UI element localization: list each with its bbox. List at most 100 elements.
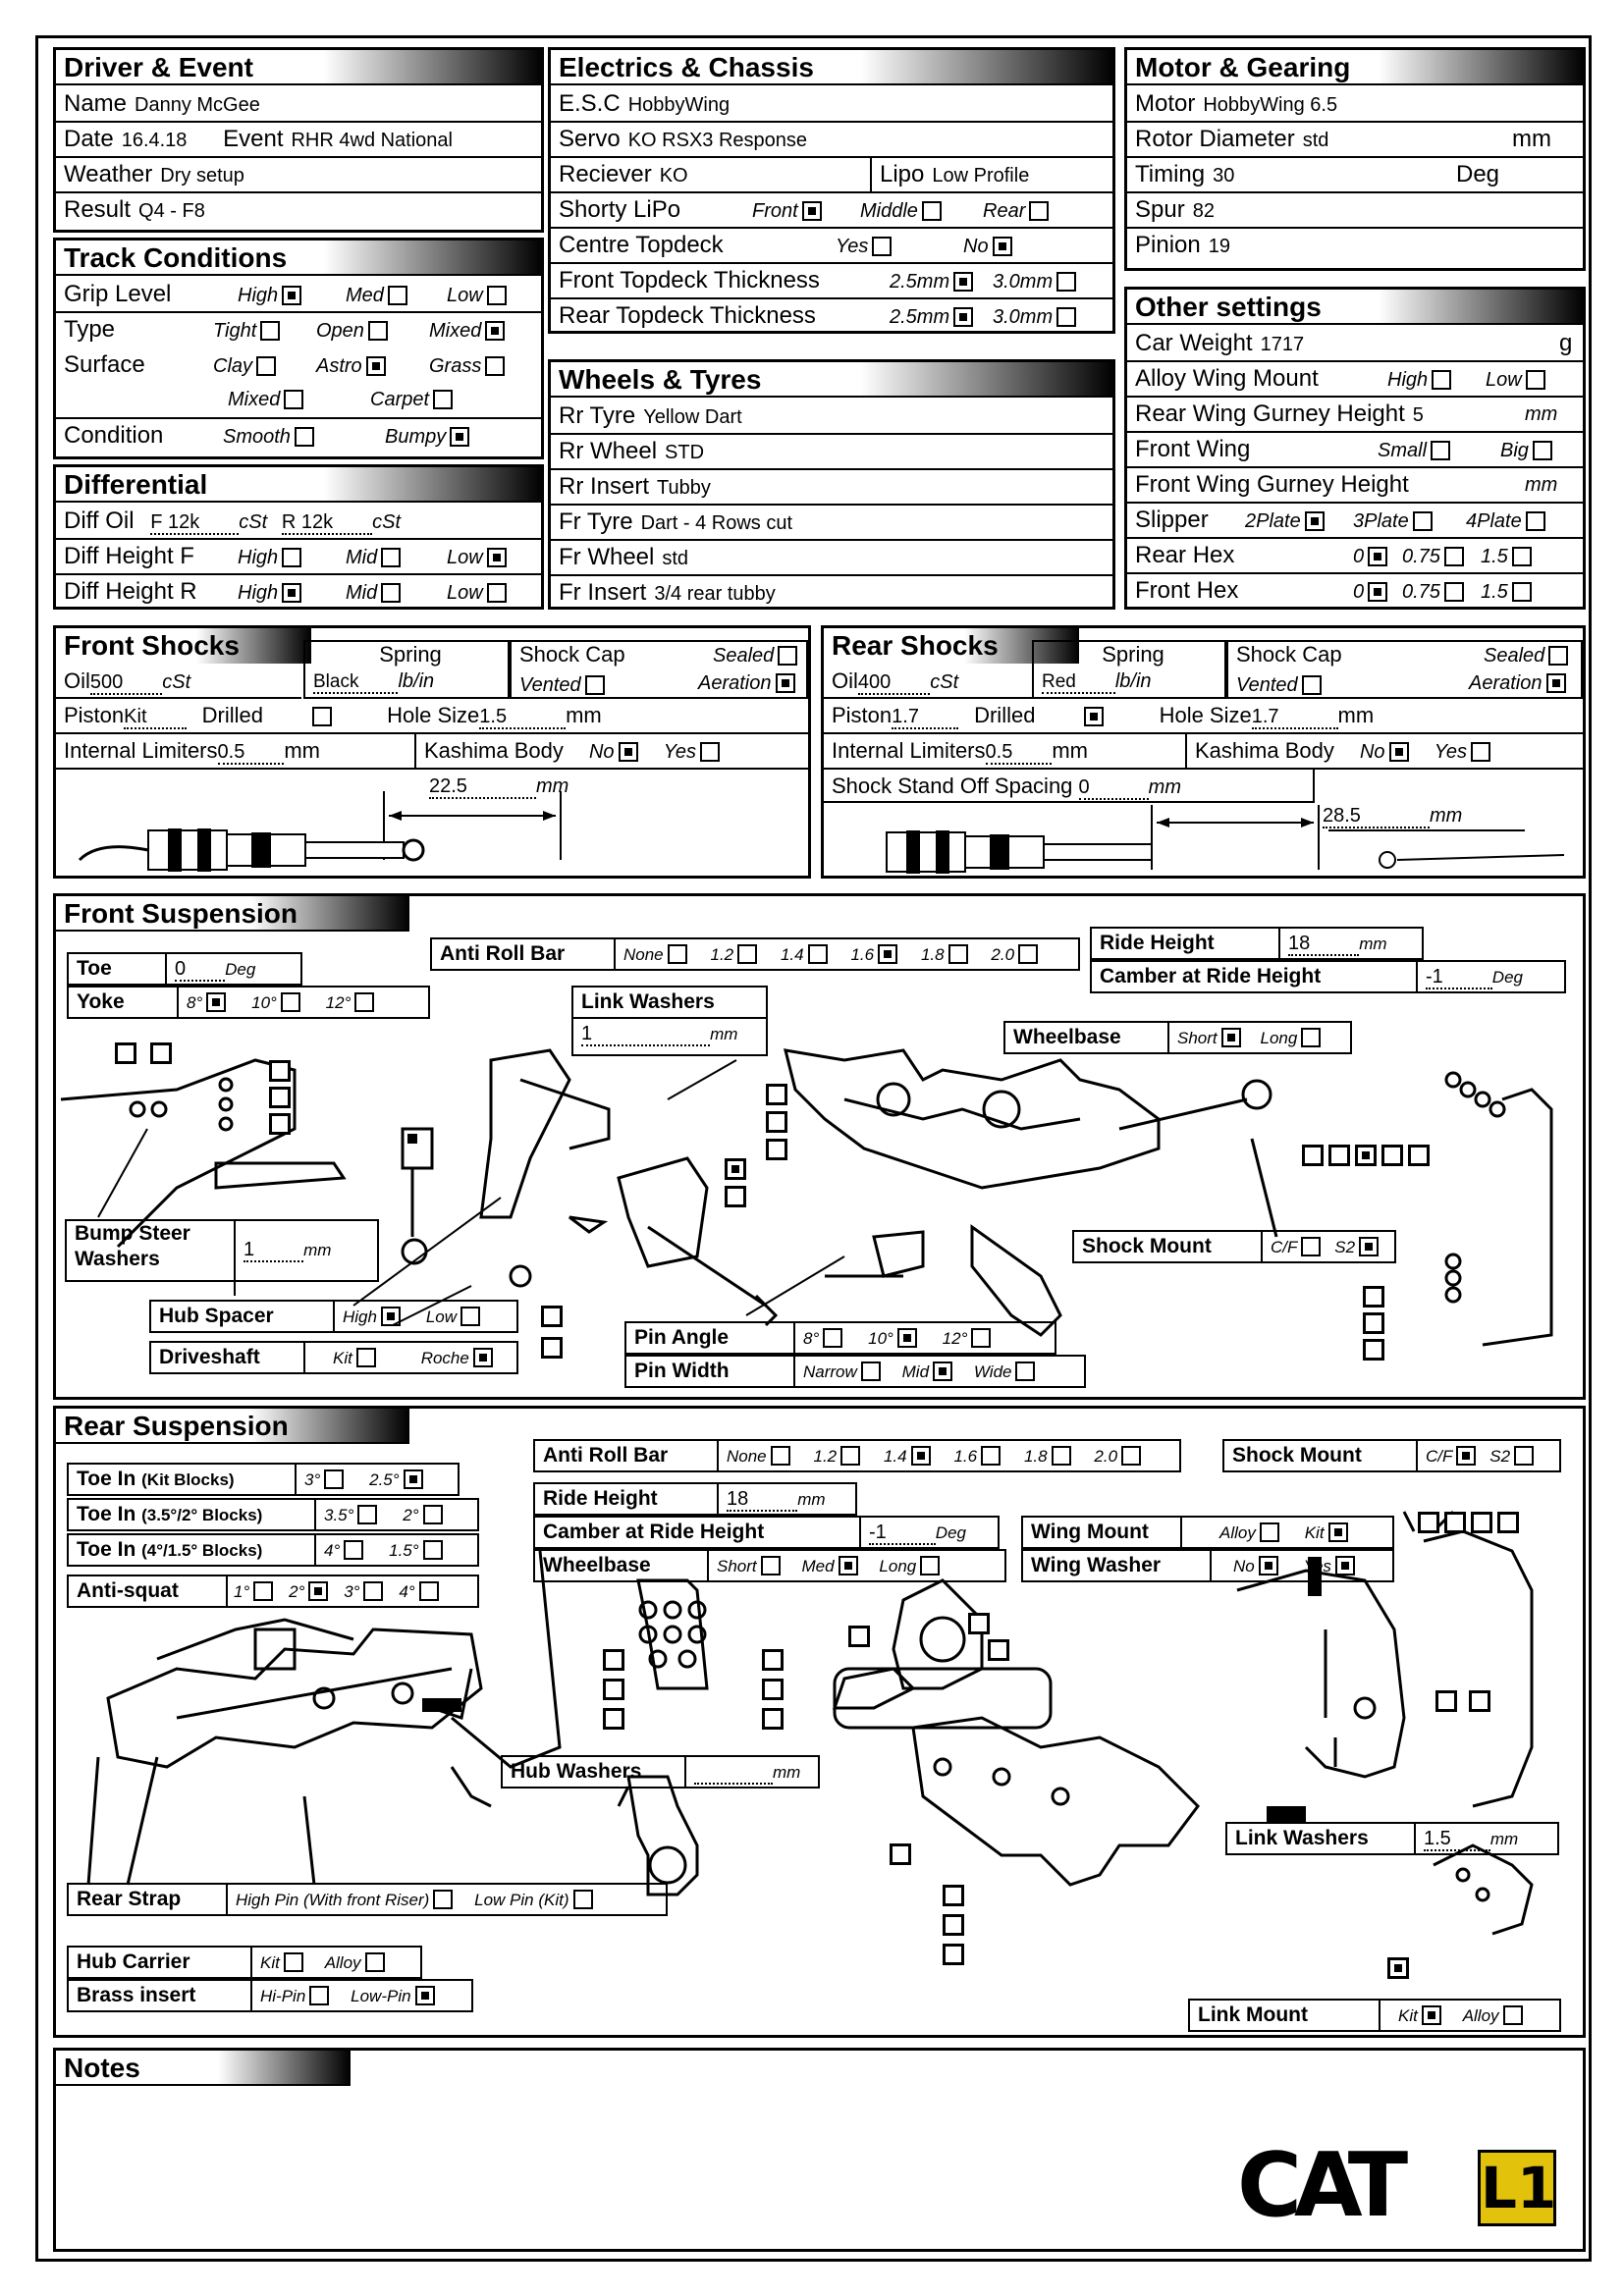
front-hub-hole-1[interactable] — [725, 1158, 746, 1180]
rear-tower-hole-5[interactable] — [1435, 1690, 1457, 1712]
result-value[interactable]: Q4 - F8 — [138, 200, 205, 222]
hub-carrier-kit-checkbox[interactable] — [283, 1952, 303, 1973]
shorty-middle-checkbox[interactable] — [921, 200, 942, 221]
rear-hex-0-checkbox[interactable] — [1368, 546, 1388, 566]
pin-angle-8-checkbox[interactable] — [823, 1328, 843, 1349]
front-arb-16-checkbox[interactable] — [878, 944, 898, 965]
rear-arb-18-checkbox[interactable] — [1051, 1446, 1071, 1467]
type-open-checkbox[interactable] — [367, 320, 388, 341]
front-tower-hole-5[interactable] — [1408, 1145, 1430, 1166]
front-wing-big-checkbox[interactable] — [1532, 440, 1552, 460]
front-wb-long-checkbox[interactable] — [1301, 1028, 1322, 1048]
rear-ride-value[interactable]: 18 — [727, 1488, 798, 1512]
wing-mount-alloy-checkbox[interactable] — [1259, 1522, 1279, 1543]
rear-tower-hole-2[interactable] — [1444, 1512, 1466, 1533]
rear-kashima-no-checkbox[interactable] — [1388, 742, 1409, 763]
surface-mixed-checkbox[interactable] — [284, 389, 304, 409]
front-link-hole-1[interactable] — [115, 1042, 136, 1064]
front-mount-s2-checkbox[interactable] — [1359, 1237, 1380, 1257]
rear-oil-value[interactable]: 400 — [857, 671, 931, 695]
front-limiters-value[interactable]: 0.5 — [217, 741, 285, 765]
motor-value[interactable]: HobbyWing 6.5 — [1203, 94, 1338, 116]
surface-astro-checkbox[interactable] — [365, 355, 386, 376]
rear-tower-hole-1[interactable] — [1418, 1512, 1439, 1533]
rear-cap-aeration-checkbox[interactable] — [1545, 673, 1566, 694]
rear-limiters-value[interactable]: 0.5 — [985, 741, 1053, 765]
fr-insert-value[interactable]: 3/4 rear tubby — [654, 583, 776, 605]
front-drilled-checkbox[interactable] — [311, 707, 332, 727]
diff-r-low-checkbox[interactable] — [486, 582, 507, 603]
rear-topdeck-25-checkbox[interactable] — [953, 306, 974, 327]
grip-med-checkbox[interactable] — [387, 285, 407, 305]
toe-2-checkbox[interactable] — [422, 1505, 443, 1525]
rear-cap-sealed-checkbox[interactable] — [1548, 646, 1569, 667]
type-mixed-checkbox[interactable] — [485, 320, 506, 341]
diff-r-mid-checkbox[interactable] — [381, 582, 402, 603]
rear-mount-cf-checkbox[interactable] — [1456, 1446, 1477, 1467]
wing-washer-no-checkbox[interactable] — [1258, 1556, 1278, 1576]
front-hex-075-checkbox[interactable] — [1443, 581, 1464, 602]
receiver-value[interactable]: KO — [659, 165, 688, 187]
front-arb-12-checkbox[interactable] — [737, 944, 758, 965]
rear-susp-hole-1[interactable] — [603, 1649, 624, 1671]
wing-mount-kit-checkbox[interactable] — [1327, 1522, 1348, 1543]
rear-strap-low-checkbox[interactable] — [572, 1890, 593, 1910]
toe-35-checkbox[interactable] — [357, 1505, 378, 1525]
front-wb-short-checkbox[interactable] — [1220, 1028, 1241, 1048]
front-hex-15-checkbox[interactable] — [1511, 581, 1532, 602]
weather-value[interactable]: Dry setup — [160, 165, 244, 187]
yoke-10-checkbox[interactable] — [280, 992, 300, 1013]
servo-value[interactable]: KO RSX3 Response — [627, 130, 808, 151]
front-arb-20-checkbox[interactable] — [1018, 944, 1039, 965]
front-camber-value[interactable]: -1 — [1426, 966, 1492, 989]
shorty-rear-checkbox[interactable] — [1029, 200, 1050, 221]
toe-15-checkbox[interactable] — [422, 1540, 443, 1561]
topdeck-no-checkbox[interactable] — [992, 236, 1012, 256]
rotor-value[interactable]: std — [1302, 130, 1329, 151]
rear-hex-15-checkbox[interactable] — [1511, 546, 1532, 566]
antisquat-1-checkbox[interactable] — [253, 1581, 274, 1602]
rear-susp-hole-4[interactable] — [762, 1649, 784, 1671]
front-ride-value[interactable]: 18 — [1288, 933, 1360, 956]
front-oil-value[interactable]: 500 — [89, 671, 163, 695]
rear-susp-hole-6[interactable] — [762, 1708, 784, 1730]
grip-low-checkbox[interactable] — [486, 285, 507, 305]
wing-low-checkbox[interactable] — [1525, 369, 1545, 390]
front-cap-aeration-checkbox[interactable] — [775, 673, 795, 694]
front-tower-hole-2[interactable] — [1328, 1145, 1350, 1166]
yoke-8-checkbox[interactable] — [206, 992, 227, 1013]
fr-tyre-value[interactable]: Dart - 4 Rows cut — [640, 512, 793, 534]
front-hub-hole-3[interactable] — [541, 1306, 563, 1327]
rear-tower-hole-3[interactable] — [1471, 1512, 1492, 1533]
bump-steer-value[interactable]: 1 — [244, 1239, 304, 1262]
rear-mount-s2-checkbox[interactable] — [1514, 1446, 1535, 1467]
front-kashima-no-checkbox[interactable] — [618, 742, 638, 763]
rear-hub-hole-1[interactable] — [848, 1626, 870, 1647]
rear-wb-med-checkbox[interactable] — [838, 1556, 858, 1576]
pin-angle-12-checkbox[interactable] — [971, 1328, 992, 1349]
rear-arb-20-checkbox[interactable] — [1121, 1446, 1142, 1467]
rear-susp-hole-5[interactable] — [762, 1679, 784, 1700]
front-arm-hole-2[interactable] — [766, 1111, 787, 1133]
slipper-2plate-checkbox[interactable] — [1304, 510, 1325, 531]
rear-hub-hole-2[interactable] — [968, 1613, 990, 1634]
pin-width-mid-checkbox[interactable] — [933, 1362, 953, 1382]
diff-oil-rear[interactable]: R 12k — [281, 511, 373, 535]
link-mount-alloy-checkbox[interactable] — [1502, 2005, 1523, 2026]
hub-spacer-low-checkbox[interactable] — [460, 1307, 480, 1327]
rear-piston-value[interactable]: 1.7 — [892, 706, 958, 729]
yoke-12-checkbox[interactable] — [354, 992, 375, 1013]
front-hole-value[interactable]: 1.5 — [479, 706, 567, 729]
name-value[interactable]: Danny McGee — [135, 94, 260, 116]
front-tower-hole-4[interactable] — [1381, 1145, 1403, 1166]
rear-arb-16-checkbox[interactable] — [981, 1446, 1001, 1467]
rear-drilled-checkbox[interactable] — [1084, 707, 1105, 727]
wing-high-checkbox[interactable] — [1432, 369, 1452, 390]
diff-oil-front[interactable]: F 12k — [150, 511, 240, 535]
type-tight-checkbox[interactable] — [260, 320, 281, 341]
condition-bumpy-checkbox[interactable] — [450, 426, 470, 447]
pin-width-narrow-checkbox[interactable] — [860, 1362, 881, 1382]
rear-hole-value[interactable]: 1.7 — [1251, 706, 1338, 729]
rr-tyre-value[interactable]: Yellow Dart — [643, 406, 742, 428]
rear-camber-value[interactable]: -1 — [869, 1522, 936, 1545]
